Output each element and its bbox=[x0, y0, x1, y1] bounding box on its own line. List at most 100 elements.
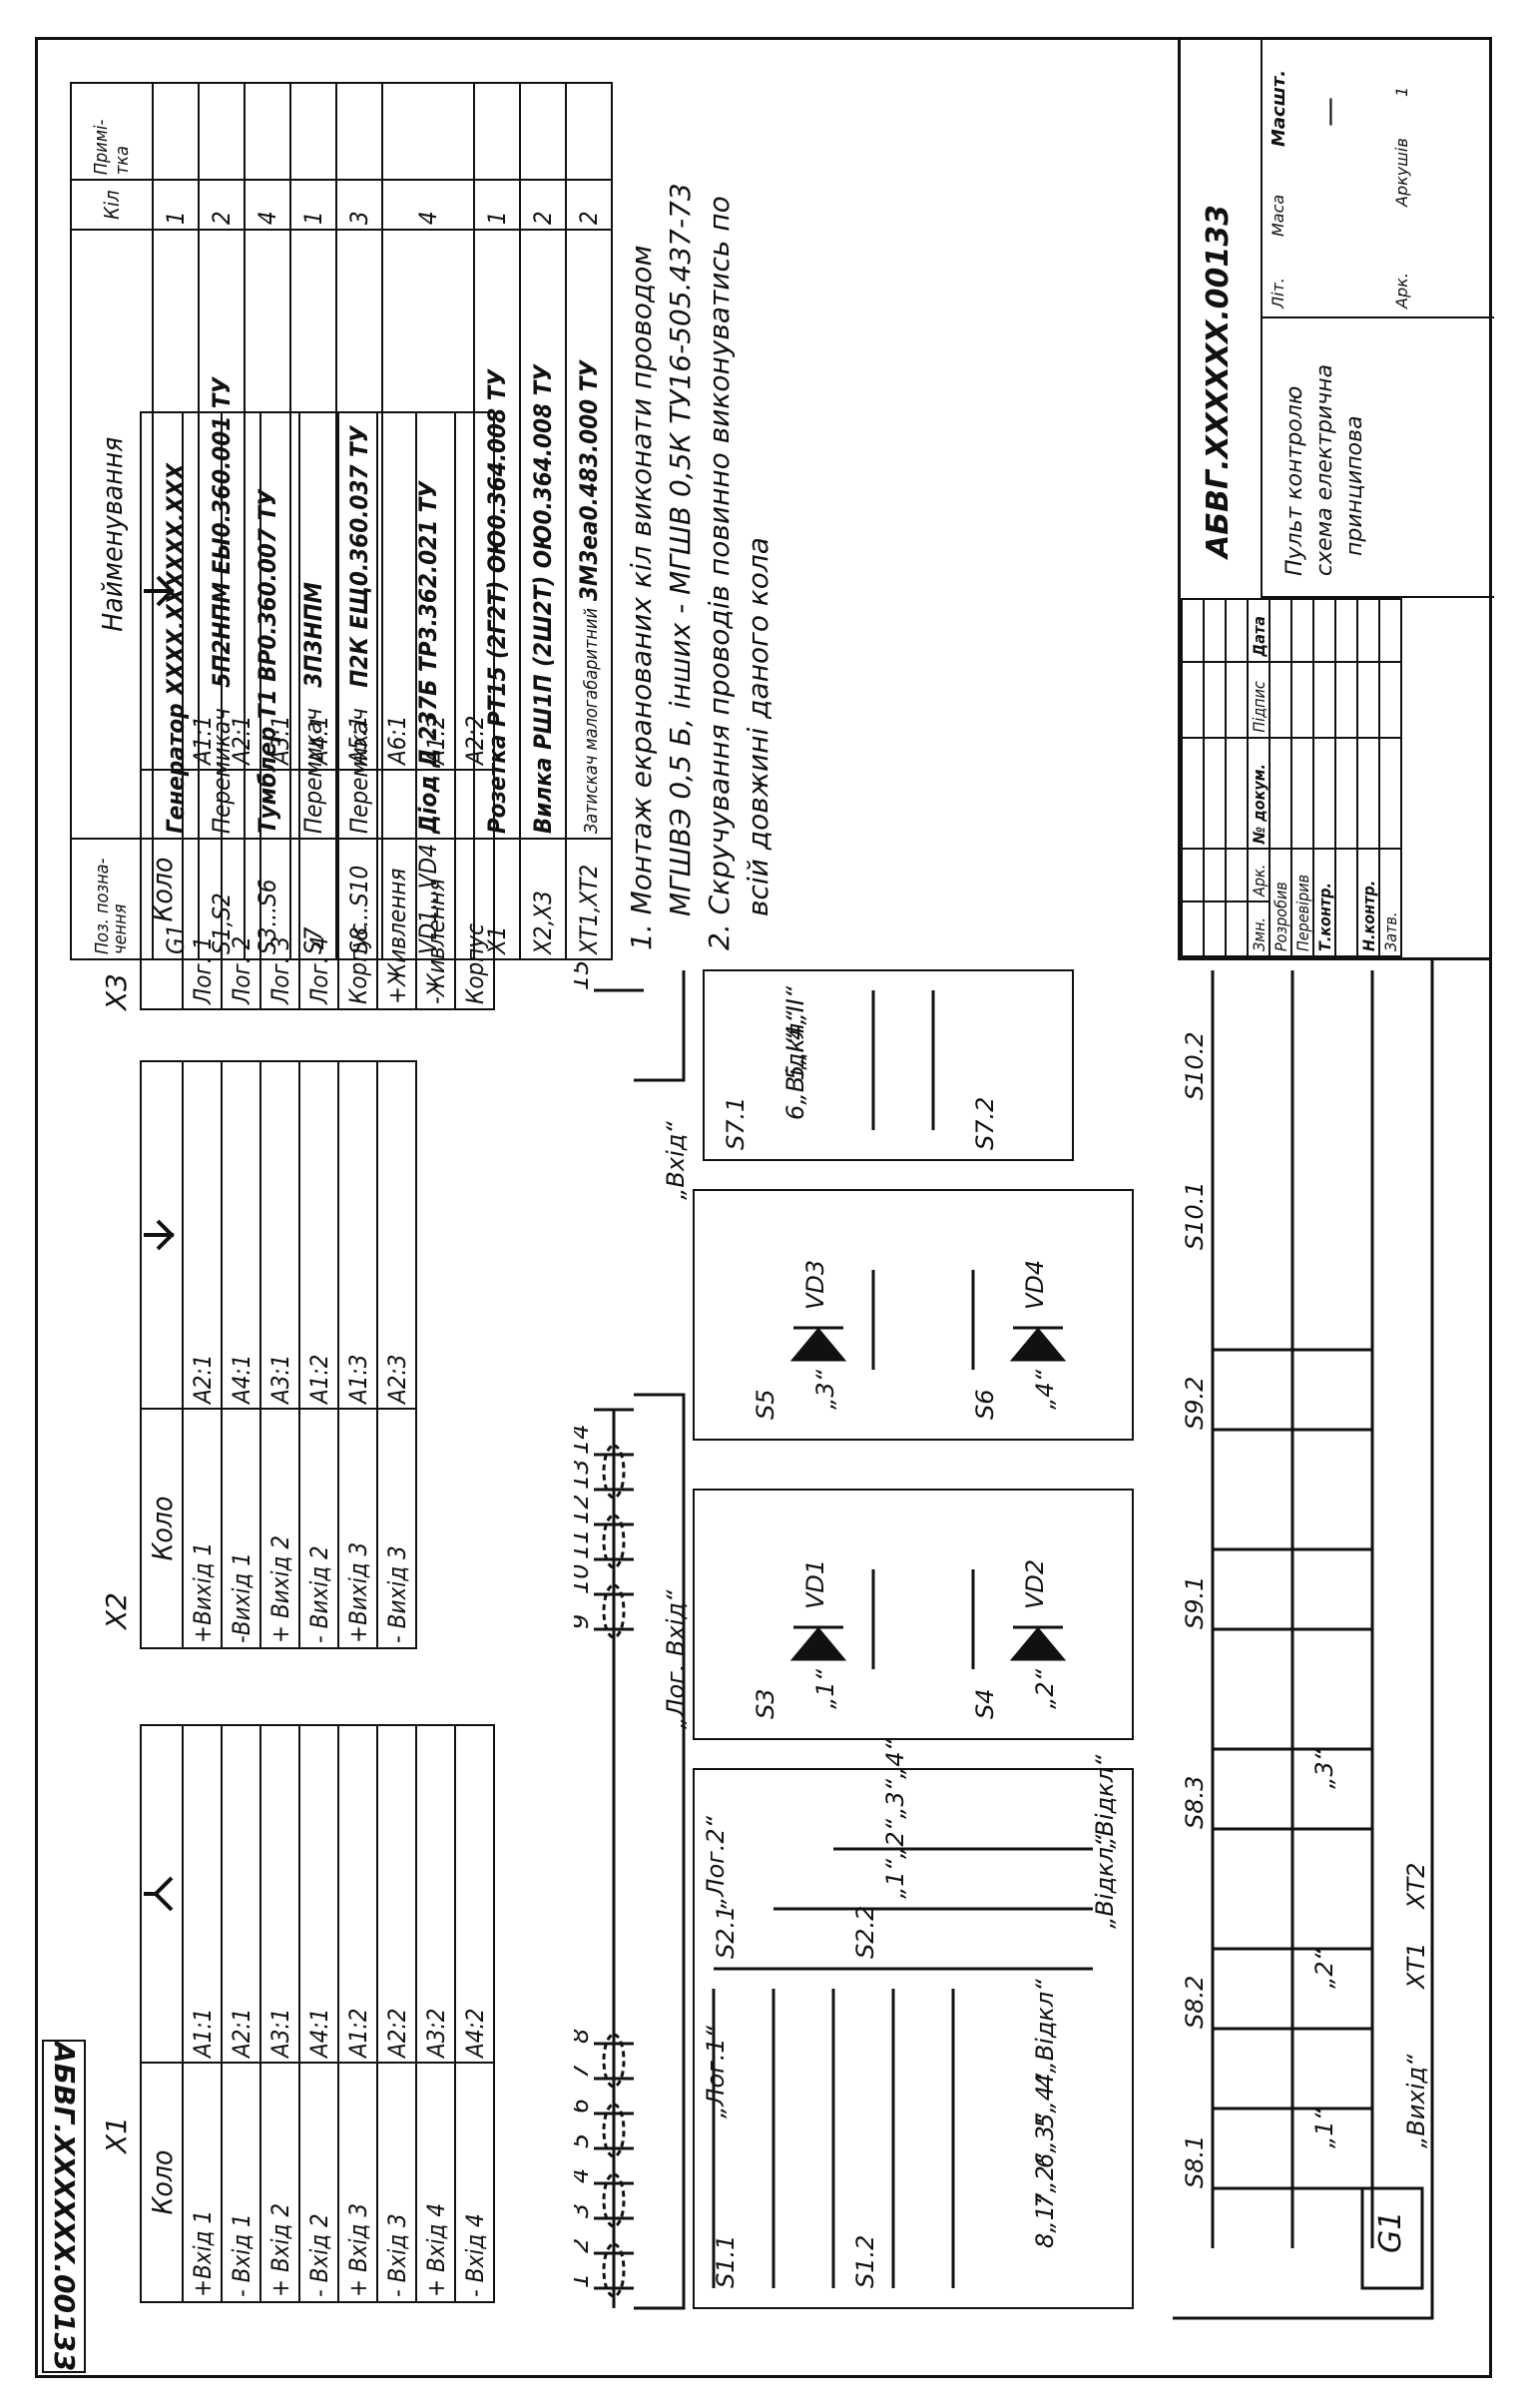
label-s9-1: S9.1 bbox=[1181, 1576, 1209, 1629]
wire-num: 7 bbox=[574, 2063, 594, 2079]
tb-col: Дата bbox=[1248, 599, 1270, 662]
label-vhid: „Вхід“ bbox=[662, 1121, 690, 1200]
tb-role bbox=[1335, 849, 1357, 956]
tb-sheet: Арк. bbox=[1392, 273, 1411, 308]
spec-name: Затискач малогабаритний 3М3еа0.483.000 Т… bbox=[566, 230, 612, 840]
x1-row: - Вхід 3 bbox=[377, 2063, 416, 2302]
spec-qty: 4 bbox=[382, 180, 474, 231]
label-xt1: XT1 bbox=[1402, 1943, 1430, 1991]
spec-table: Поз. позна- чення Найменування Кіл Примі… bbox=[70, 82, 613, 960]
label-s2-1: S2.1 bbox=[712, 1906, 740, 1959]
label-v4: 4„Відкл“ bbox=[1031, 1979, 1059, 2089]
label-vd1: VD1 bbox=[801, 1559, 829, 1609]
tb-title-line: схема електрична bbox=[1312, 363, 1337, 576]
label-s10-1: S10.1 bbox=[1181, 1181, 1209, 1250]
spec-pos: X1 bbox=[474, 839, 520, 959]
spec-name: Діод Д 237Б ТР3.362.021 ТУ bbox=[382, 230, 474, 840]
spec-pos: S7 bbox=[290, 839, 336, 959]
tb-col: № докум. bbox=[1248, 737, 1270, 850]
x2-pin: А3:1 bbox=[260, 1061, 299, 1409]
label-p4: „4“ bbox=[881, 1738, 909, 1779]
spec-pos: S1,S2 bbox=[199, 839, 245, 959]
x2-pin: А4:1 bbox=[222, 1061, 260, 1409]
label-s8-1: S8.1 bbox=[1181, 2135, 1209, 2188]
wire-num: 13 bbox=[574, 1459, 594, 1490]
label-s5: S5 bbox=[752, 1389, 779, 1420]
wiring bbox=[594, 960, 1434, 2320]
label-s8-2: S8.2 bbox=[1181, 1976, 1209, 2029]
label-s3: S3 bbox=[752, 1688, 779, 1719]
x1-header: Коло bbox=[141, 2063, 183, 2302]
x1-row: - Вхід 1 bbox=[222, 2063, 260, 2302]
spec-qty: 2 bbox=[520, 180, 566, 231]
label-p1: „1“ bbox=[881, 1858, 909, 1899]
label-s10-2: S10.2 bbox=[1181, 1031, 1209, 1100]
x2-row: - Вихід 3 bbox=[377, 1409, 416, 1648]
wire-num: 12 bbox=[574, 1494, 594, 1524]
spec-pos: XT1,XT2 bbox=[566, 839, 612, 959]
arrow-left-icon bbox=[141, 412, 183, 770]
label-q3: „3“ bbox=[811, 1369, 839, 1410]
wire-num: 4 bbox=[574, 2168, 594, 2183]
tb-title-box: Пульт контролю схема електрична принципо… bbox=[1261, 316, 1494, 598]
x1-pin: А2:1 bbox=[222, 1725, 260, 2063]
wire-num: 14 bbox=[574, 1424, 594, 1455]
spec-header-pos: Поз. позна- чення bbox=[71, 839, 153, 959]
label-s1-1: S1.1 bbox=[712, 2235, 740, 2288]
x1-row: + Вхід 4 bbox=[416, 2063, 455, 2302]
note-line: всій довжині даного кола bbox=[742, 537, 774, 916]
doc-code-stamp: АБВГ.ХХХХХХ.00133 bbox=[42, 2040, 86, 2373]
tb-scale: Масшт. bbox=[1269, 69, 1289, 147]
x2-header: Коло bbox=[141, 1409, 183, 1648]
wire-num: 1 bbox=[574, 2273, 594, 2288]
label-s8-3: S8.3 bbox=[1181, 1776, 1209, 1829]
x1-row: +Вхід 1 bbox=[183, 2063, 222, 2302]
tb-meta-box: Літ. Маса Масшт. — Арк. Аркушів 1 bbox=[1261, 40, 1494, 318]
label-v8: 8„1“ bbox=[1031, 2192, 1059, 2248]
label-w6: 6„Відкл“ bbox=[781, 1010, 809, 1120]
wire-num: 9 bbox=[574, 1614, 594, 1629]
x3-label: X3 bbox=[100, 973, 133, 1010]
x1-pin: А4:2 bbox=[455, 1725, 494, 2063]
notes: 1. Монтаж екранованих кіл виконати прово… bbox=[619, 92, 780, 950]
spec-qty: 4 bbox=[245, 180, 290, 231]
x2-label: X2 bbox=[100, 1592, 133, 1629]
label-vd4: VD4 bbox=[1021, 1260, 1049, 1310]
spec-name: Генератор ХХХХ.ХХХХХХ.ХХХ bbox=[153, 230, 199, 840]
x2-pin: А1:2 bbox=[299, 1061, 338, 1409]
tb-role: Перевірив bbox=[1291, 849, 1313, 956]
wire-num: 11 bbox=[574, 1528, 594, 1559]
label-vd3: VD3 bbox=[801, 1260, 829, 1310]
spec-header-note: Примі- тка bbox=[71, 83, 153, 181]
label-vidkl2: „Відкл“ bbox=[1091, 1754, 1119, 1849]
x1-row: + Вхід 3 bbox=[338, 2063, 377, 2302]
x2-pin: А1:3 bbox=[338, 1061, 377, 1409]
wire-num: 15 bbox=[574, 960, 594, 990]
tb-role: Н.контр. bbox=[1357, 849, 1379, 956]
label-g1: G1 bbox=[1373, 2211, 1408, 2253]
tb-sheets: Аркушів bbox=[1392, 138, 1411, 207]
label-v7: 7„2“ bbox=[1031, 2152, 1059, 2208]
x2-pin: А2:3 bbox=[377, 1061, 416, 1409]
tb-lit: Літ. bbox=[1269, 278, 1287, 308]
label-s2-2: S2.2 bbox=[851, 1906, 879, 1959]
label-r2: „2“ bbox=[1310, 1948, 1338, 1989]
x1-pin: А3:2 bbox=[416, 1725, 455, 2063]
spec-pos: S8...S10 bbox=[336, 839, 382, 959]
spec-header-name: Найменування bbox=[71, 230, 153, 840]
spec-qty: 2 bbox=[199, 180, 245, 231]
x1-row: + Вхід 2 bbox=[260, 2063, 299, 2302]
fork-connector-icon bbox=[141, 1725, 183, 2063]
spec-header-qty: Кіл bbox=[71, 180, 153, 231]
tb-role: Т.контр. bbox=[1313, 849, 1335, 956]
wire-num: 3 bbox=[574, 2203, 594, 2218]
x1-pin: А4:1 bbox=[299, 1725, 338, 2063]
spec-qty: 1 bbox=[153, 180, 199, 231]
spec-qty: 1 bbox=[290, 180, 336, 231]
label-log-vhid: „Лог. Вхід“ bbox=[662, 1589, 690, 1729]
tb-col: Змн. bbox=[1248, 901, 1270, 956]
